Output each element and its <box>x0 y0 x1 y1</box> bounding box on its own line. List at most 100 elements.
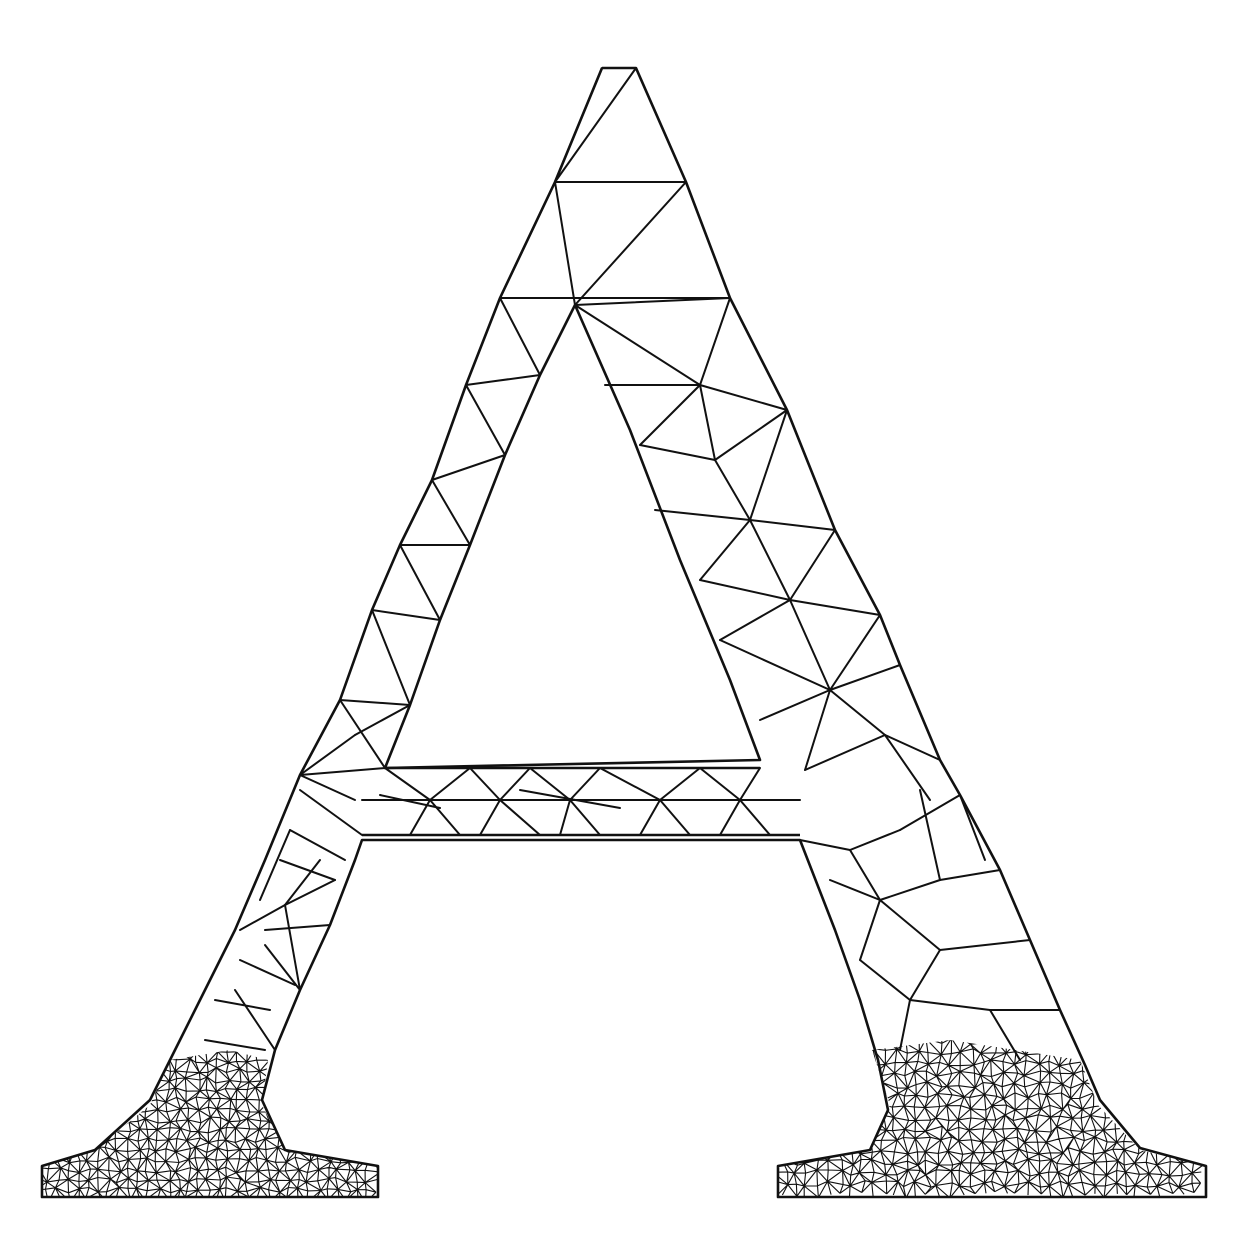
left-foot-mesh-edges <box>42 1050 378 1197</box>
mesh-edge <box>264 924 331 931</box>
mesh-edge <box>284 879 336 906</box>
mesh-edge <box>299 789 363 836</box>
mesh-edge <box>939 869 1001 881</box>
mesh-edge <box>299 767 386 776</box>
mesh-edge <box>789 599 831 691</box>
mesh-edge <box>574 304 701 386</box>
counter-contour <box>383 304 762 770</box>
mesh-edge <box>804 689 831 771</box>
mesh-edge <box>719 799 741 836</box>
mesh-edge <box>884 734 931 801</box>
mesh-edge <box>849 849 881 901</box>
mesh-edge <box>699 384 716 461</box>
mesh-edge <box>699 297 731 386</box>
mesh-edge <box>639 799 661 836</box>
mesh-edge <box>259 829 291 901</box>
mesh-edge <box>714 409 788 461</box>
mesh-edge <box>379 794 441 809</box>
mesh-edge <box>939 939 1031 951</box>
mesh-edge <box>919 789 941 881</box>
mesh-edge <box>859 899 881 961</box>
mesh-edge <box>699 579 791 601</box>
mesh-edge <box>849 829 901 851</box>
mesh-edge <box>465 384 506 456</box>
right-serif-dense-mesh <box>778 1040 1206 1197</box>
mesh-edge <box>339 699 411 706</box>
mesh-edge <box>554 181 576 306</box>
mesh-edge <box>204 1039 266 1051</box>
left-serif-dense-mesh <box>42 1050 378 1197</box>
mesh-edge <box>699 519 751 581</box>
mesh-edge <box>789 599 881 616</box>
mesh-edge <box>909 999 991 1011</box>
mesh-edge <box>384 767 431 801</box>
mesh-edge <box>639 444 716 461</box>
mesh-edge <box>371 609 441 621</box>
mesh-edge <box>759 689 831 721</box>
mesh-edge <box>739 799 771 836</box>
right-foot-mesh-edges <box>778 1040 1206 1197</box>
mesh-edge <box>749 519 791 601</box>
mesh-edge <box>599 767 661 801</box>
mesh-edge <box>569 799 601 836</box>
mesh-edge <box>284 904 301 991</box>
mesh-edge <box>799 839 851 851</box>
mesh-edge <box>879 899 941 951</box>
mesh-edge <box>659 799 691 836</box>
mesh-edge <box>279 859 336 881</box>
mesh-edge <box>714 459 751 521</box>
mesh-edge <box>264 944 301 991</box>
mesh-edge <box>909 949 941 1001</box>
mesh-edge <box>899 794 961 831</box>
mesh-edge <box>234 989 276 1051</box>
mesh-edge <box>299 774 356 801</box>
mesh-edge <box>529 767 571 801</box>
mesh-edge <box>519 789 621 809</box>
mesh-edge <box>574 297 731 306</box>
mesh-edge <box>719 599 791 641</box>
mesh-edge <box>659 767 701 801</box>
mesh-edge <box>699 384 788 411</box>
mesh-edge <box>554 67 637 183</box>
mesh-edge <box>469 767 501 801</box>
mesh-edge <box>829 664 901 691</box>
mesh-edge <box>884 734 941 761</box>
mesh-edge <box>554 67 603 183</box>
mesh-edge <box>339 699 386 769</box>
mesh-edge <box>214 999 271 1011</box>
mesh-edge <box>289 829 346 861</box>
mesh-edge <box>499 799 541 836</box>
mesh-edge <box>429 767 471 801</box>
mesh-edge <box>299 734 356 776</box>
mesh-edge <box>639 384 701 446</box>
mesh-edge <box>719 639 831 691</box>
mesh-edge <box>399 544 441 621</box>
mesh-edge <box>959 794 986 861</box>
mesh-edge <box>499 297 541 376</box>
mesh-edge <box>284 859 321 906</box>
glyph-outer-outline <box>40 66 1208 1199</box>
mesh-edge <box>431 454 506 481</box>
mesh-edge <box>465 374 541 386</box>
mesh-edge <box>479 799 501 836</box>
mesh-edge <box>559 799 571 836</box>
mesh-edge <box>239 959 296 986</box>
mesh-edge <box>879 879 941 901</box>
mesh-edge <box>569 767 601 801</box>
mesh-edge <box>354 704 411 736</box>
mesh-edge <box>654 509 751 521</box>
mesh-edge <box>749 409 788 521</box>
mesh-edge <box>739 767 761 801</box>
mesh-edge <box>499 767 531 801</box>
outer-contour <box>40 66 1208 1199</box>
mesh-edge <box>371 609 411 706</box>
mesh-edge <box>829 614 881 691</box>
mesh-edge <box>749 519 836 531</box>
mesh-edges <box>204 67 1061 1061</box>
mesh-edge <box>899 999 911 1051</box>
mesh-edge <box>789 529 836 601</box>
mesh-edge <box>431 479 471 546</box>
mesh-edge <box>429 799 461 836</box>
